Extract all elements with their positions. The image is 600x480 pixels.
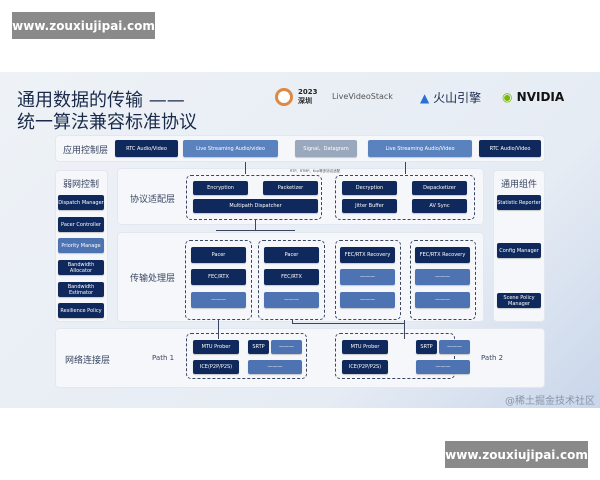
pacer-box: Pacer — [191, 247, 246, 263]
weak-item: Dispatch Manager — [58, 195, 104, 210]
mtu-prober-box: MTU Prober — [193, 340, 239, 354]
ice-box: ICE(P2P/P2S) — [193, 360, 239, 374]
path-2-label: Path 2 — [481, 354, 504, 362]
event-logo-icon — [275, 88, 293, 106]
network-path-2-group — [335, 333, 455, 379]
volc-logo: ▲ 火山引擎 — [420, 91, 482, 105]
common-item: Scene Policy Manager — [497, 293, 541, 308]
placeholder-box: ——— — [415, 292, 470, 308]
app-item: RTC Audio/Video — [479, 140, 541, 157]
weak-network-title: 弱网控制 — [63, 180, 100, 190]
app-layer-label: 应用控制层 — [63, 146, 109, 156]
connector — [404, 320, 405, 339]
weak-item: Priority Manage — [58, 238, 104, 253]
pacer-box: Pacer — [264, 247, 319, 263]
app-item: Signal、Datagram — [295, 140, 357, 157]
network-path-1-group — [186, 333, 307, 379]
placeholder-box: ——— — [416, 360, 470, 374]
common-components-title: 通用组件 — [501, 180, 538, 190]
protocol-layer-label: 协议适配层 — [130, 195, 176, 205]
connector — [292, 320, 293, 324]
weak-item: Bandwidth Estimator — [58, 282, 104, 297]
transport-layer-label: 传输处理层 — [130, 274, 176, 284]
fec-rtx-box: FEC/RTX — [264, 269, 319, 285]
watermark-bottom: www.zouxiujipai.com — [445, 441, 588, 468]
send-path-2-group — [258, 240, 325, 320]
recv-protocol-group — [335, 175, 475, 220]
protocol-layer-panel — [117, 168, 484, 225]
placeholder-box: ——— — [191, 292, 246, 308]
common-item: Statistic Reporter — [497, 195, 541, 210]
event-logo-text: 2023 深圳 — [298, 88, 318, 105]
lvs-logo: LiveVideoStack — [332, 92, 393, 101]
placeholder-box: ——— — [264, 292, 319, 308]
network-layer-label: 网络连接层 — [65, 356, 111, 366]
decryption-box: Decryption — [342, 181, 397, 195]
credit-watermark: @稀土掘金技术社区 — [505, 396, 595, 407]
placeholder-box: ——— — [248, 360, 302, 374]
title-line-1: 通用数据的传输 —— — [17, 90, 185, 111]
mtu-prober-box: MTU Prober — [342, 340, 388, 354]
connector — [255, 220, 256, 230]
weak-item: Resilience Policy — [58, 303, 104, 318]
ice-box: ICE(P2P/P2S) — [342, 360, 388, 374]
fec-rtx-box: FEC/RTX — [191, 269, 246, 285]
fec-rtx-recovery-box: FEC/RTX Recovery — [340, 247, 395, 263]
placeholder-box: ——— — [271, 340, 302, 354]
placeholder-box: ——— — [439, 340, 470, 354]
send-path-1-group — [185, 240, 252, 320]
av-sync-box: AV Sync — [412, 199, 467, 213]
connector — [245, 162, 246, 174]
recv-path-2-group — [410, 240, 476, 320]
multipath-dispatcher-box: Multipath Dispatcher — [193, 199, 318, 213]
placeholder-box: ——— — [340, 292, 395, 308]
send-protocol-group — [186, 175, 322, 220]
recv-path-1-group — [335, 240, 401, 320]
srtp-box: SRTP — [248, 340, 269, 354]
weak-item: Pacer Controller — [58, 217, 104, 232]
app-item: RTC Audio/Video — [115, 140, 178, 157]
nvidia-logo: ◉ NVIDIA — [502, 90, 565, 104]
srtp-box: SRTP — [416, 340, 437, 354]
placeholder-box: ——— — [340, 269, 395, 285]
path-1-label: Path 1 — [152, 354, 175, 362]
connector — [292, 323, 404, 324]
protocol-note: RTP、RTMP、Kcp等多协议适配 — [290, 169, 341, 173]
connector — [218, 320, 219, 339]
weak-item: Bandwidth Allocator — [58, 260, 104, 275]
app-item: Live Streaming Audio/Video — [368, 140, 472, 157]
connector — [216, 230, 295, 231]
placeholder-box: ——— — [415, 269, 470, 285]
title-line-2: 统一算法兼容标准协议 — [17, 112, 197, 133]
common-item: Config Manager — [497, 243, 541, 258]
fec-rtx-recovery-box: FEC/RTX Recovery — [415, 247, 470, 263]
encryption-box: Encryption — [193, 181, 248, 195]
jitter-buffer-box: Jitter Buffer — [342, 199, 397, 213]
connector — [405, 162, 406, 174]
watermark-top: www.zouxiujipai.com — [12, 12, 155, 39]
app-item: Live Streaming Audio/video — [183, 140, 278, 157]
depacketizer-box: Depacketizer — [412, 181, 467, 195]
packetizer-box: Packetizer — [263, 181, 318, 195]
